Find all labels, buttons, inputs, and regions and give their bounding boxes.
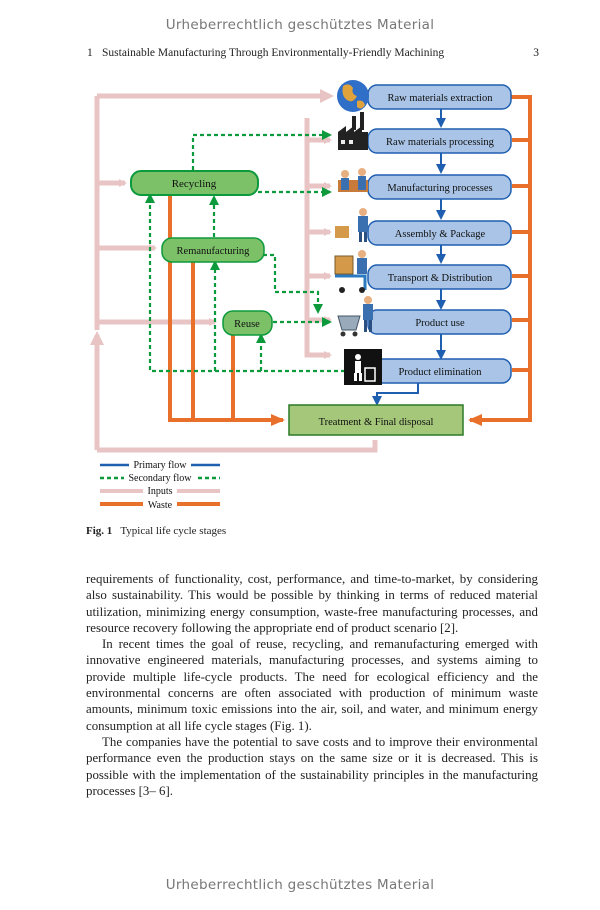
paragraph: requirements of functionality, cost, per… [86,572,538,635]
life-cycle-diagram: Raw materials extraction Raw materials p… [90,80,532,511]
secondary-flows [145,130,345,373]
primary-flows [372,109,446,406]
loop-remanufacturing: Remanufacturing [161,237,265,263]
stage-product-use: Product use [367,309,512,335]
paragraph: In recent times the goal of reuse, recyc… [86,637,538,733]
svg-text:Product use: Product use [415,318,465,329]
page-number: 3 [533,47,539,59]
svg-text:Reuse: Reuse [234,319,260,330]
svg-text:Remanufacturing: Remanufacturing [177,246,251,257]
trash-bin-icon [344,349,382,385]
svg-text:Transport & Distribution: Transport & Distribution [388,273,493,284]
factory-icon [338,112,368,150]
running-title: Sustainable Manufacturing Through Enviro… [102,47,445,59]
watermark-bottom: Urheberrechtlich geschütztes Material [165,877,435,893]
stage-assembly-package: Assembly & Package [367,220,512,246]
legend-primary-flow: Primary flow [133,460,187,471]
paragraph: The companies have the potential to save… [86,734,538,798]
loop-reuse: Reuse [222,310,273,336]
figure-caption-text: Typical life cycle stages [120,525,227,537]
stage-raw-materials-processing: Raw materials processing [367,128,512,154]
svg-text:Raw materials processing: Raw materials processing [386,137,495,148]
stage-transport-distribution: Transport & Distribution [367,264,512,290]
delivery-truck-icon [334,250,367,293]
stage-raw-materials-extraction: Raw materials extraction [367,84,512,110]
legend-waste: Waste [148,500,173,511]
legend-inputs: Inputs [148,486,173,497]
globe-icon [337,80,369,112]
stage-manufacturing-processes: Manufacturing processes [367,174,512,200]
svg-text:Product elimination: Product elimination [398,367,482,378]
loop-recycling: Recycling [130,170,259,196]
figure-label: Fig. 1 [86,525,113,537]
legend-secondary-flow: Secondary flow [128,473,192,484]
treatment-final-disposal: Treatment & Final disposal [288,404,464,436]
svg-text:Raw materials extraction: Raw materials extraction [388,93,494,104]
stage-boxes: Raw materials extraction Raw materials p… [367,84,512,384]
stage-product-elimination: Product elimination [367,358,512,384]
svg-text:Treatment & Final disposal: Treatment & Final disposal [319,417,434,428]
svg-text:Assembly & Package: Assembly & Package [395,229,486,240]
shopping-cart-icon [337,296,373,337]
assembly-worker-icon [335,208,368,242]
legend: Primary flow Secondary flow Inputs Waste [100,459,220,511]
body-text: requirements of functionality, cost, per… [86,571,538,799]
svg-text:Recycling: Recycling [172,178,217,190]
input-flows [90,89,378,453]
watermark-top: Urheberrechtlich geschütztes Material [165,17,435,33]
svg-text:Manufacturing processes: Manufacturing processes [387,183,492,194]
figure-caption: Fig. 1 Typical life cycle stages [86,525,226,537]
waste-flows [168,95,532,426]
chapter-number: 1 [87,47,93,59]
workers-icon [338,168,368,192]
